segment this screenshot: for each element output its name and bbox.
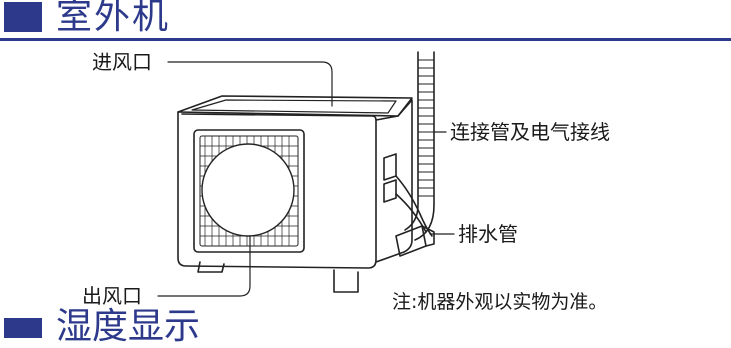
air-inlet-label: 进风口 xyxy=(92,50,152,74)
connection-pipe xyxy=(404,51,435,241)
section-title: 室外机 xyxy=(56,0,171,37)
note-text: 注:机器外观以实物为准。 xyxy=(392,291,608,313)
section-title-underline xyxy=(0,38,731,41)
air-outlet-label: 出风口 xyxy=(82,284,142,308)
pipe-and-wire-label: 连接管及电气接线 xyxy=(450,120,610,144)
next-section-title: 湿度显示 xyxy=(56,306,201,347)
section-marker-square xyxy=(4,2,42,32)
next-section-marker-square xyxy=(4,318,42,338)
outdoor-unit-diagram xyxy=(157,51,455,297)
drain-pipe-label: 排水管 xyxy=(458,222,518,246)
